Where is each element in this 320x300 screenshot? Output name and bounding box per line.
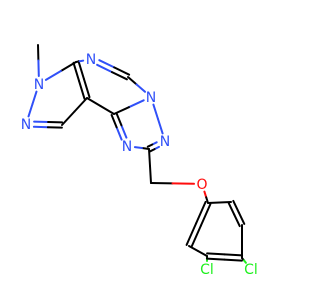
atom-label-n: N — [86, 52, 96, 68]
atom-label-layer: N N N N N N O Cl Cl — [21, 52, 258, 278]
single-bond — [127, 76, 138, 86]
single-bond — [149, 165, 152, 184]
atom-label-o: O — [196, 177, 207, 193]
double-bond — [223, 258, 243, 262]
double-bond — [185, 222, 198, 246]
atom-label-cl: Cl — [200, 262, 214, 278]
double-bond — [199, 203, 212, 227]
atom-label-n: N — [146, 90, 156, 106]
double-bond — [223, 253, 244, 257]
single-bond — [188, 245, 199, 252]
double-bond — [78, 79, 86, 100]
double-bond — [77, 60, 85, 81]
double-bond — [190, 224, 202, 249]
double-bond — [111, 71, 128, 81]
single-bond — [27, 103, 34, 118]
single-bond — [157, 118, 164, 135]
single-bond — [218, 201, 232, 204]
molecule-structure: N N N N N N O Cl Cl — [20, 44, 258, 278]
double-bond — [232, 199, 240, 214]
single-bond — [78, 59, 85, 63]
atom-label-n: N — [122, 139, 132, 155]
single-bond — [127, 99, 145, 109]
single-bond — [44, 70, 62, 81]
single-bond — [61, 110, 76, 126]
double-bond — [149, 148, 156, 153]
single-bond — [243, 259, 247, 264]
atom-label-n: N — [160, 134, 170, 150]
double-bond — [237, 211, 246, 225]
double-bond — [206, 252, 226, 256]
single-bond — [73, 97, 88, 113]
single-bond — [31, 90, 38, 105]
double-bond — [195, 200, 207, 225]
double-bond — [120, 124, 128, 139]
single-bond — [152, 103, 159, 120]
double-bond — [110, 114, 118, 129]
single-bond — [197, 250, 208, 257]
double-bond — [96, 63, 113, 74]
single-bond — [141, 147, 150, 150]
double-bond — [72, 61, 80, 82]
single-bond — [207, 201, 221, 204]
double-bond — [233, 213, 241, 228]
double-bond — [113, 66, 131, 76]
single-bond — [86, 97, 102, 107]
single-bond — [148, 148, 151, 167]
single-bond — [59, 61, 77, 72]
double-bond — [227, 202, 236, 216]
atom-label-n: N — [21, 117, 31, 133]
double-bond — [205, 257, 226, 261]
double-bond — [98, 59, 116, 69]
double-bond — [115, 112, 123, 127]
atom-label-cl: Cl — [244, 262, 258, 278]
double-bond — [83, 78, 91, 99]
bond-layer — [27, 44, 247, 264]
atom-label-n: N — [34, 77, 44, 93]
double-bond — [115, 126, 123, 141]
double-bond — [146, 143, 154, 148]
single-bond — [135, 83, 146, 93]
single-bond — [133, 146, 143, 149]
single-bond — [99, 105, 115, 115]
